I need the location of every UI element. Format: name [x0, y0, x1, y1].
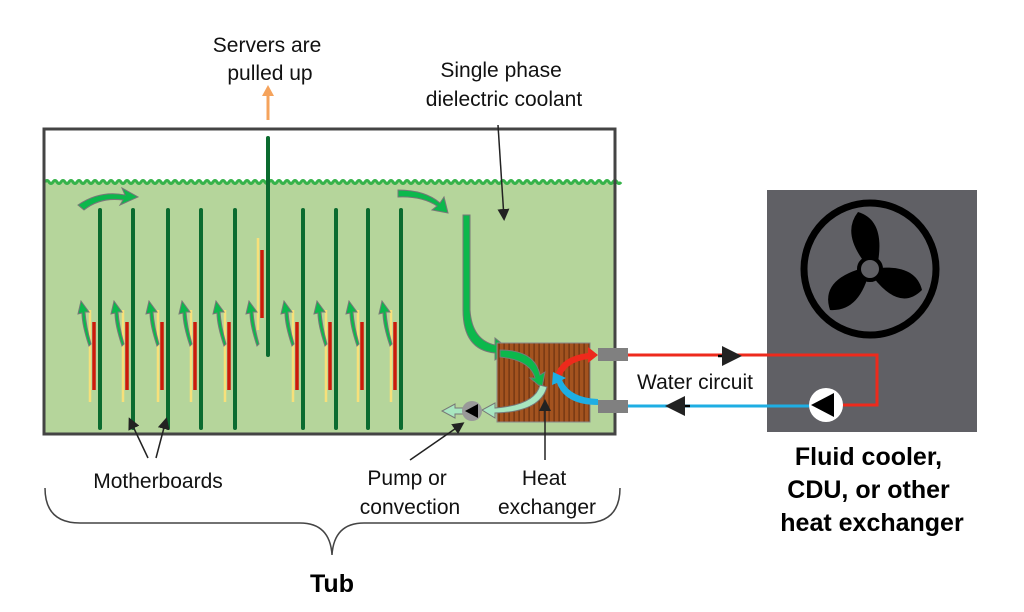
hot-water-arrow [554, 347, 598, 380]
pump-pointer [409, 422, 465, 461]
convection-arrow [145, 299, 160, 347]
motherboards-label: Motherboards [93, 470, 223, 493]
tub-outline [42, 127, 617, 436]
servers-pulled-label: Servers are pulled up [213, 34, 327, 85]
pull-up-arrow [262, 85, 274, 120]
tub [42, 127, 623, 436]
flow-arrow [397, 189, 449, 214]
motherboards [77, 136, 403, 430]
convection-arrow [378, 299, 393, 347]
convection-arrow [110, 299, 125, 347]
convection-arrow [345, 299, 360, 347]
pump-label: Pump or convection [360, 467, 460, 519]
cold-water-arrow [552, 372, 598, 405]
coolant-pointer [497, 124, 510, 221]
convection-arrow [212, 299, 227, 347]
fan-icon [800, 199, 940, 339]
hot-connector [598, 348, 628, 361]
flow-arrow [77, 186, 140, 211]
water-pump-icon [809, 388, 843, 422]
convection-arrow [313, 299, 328, 347]
convection-arrow [245, 299, 260, 347]
liquid-surface [43, 179, 623, 185]
coolant-label: Single phase dielectric coolant [426, 59, 583, 111]
tub-label: Tub [310, 570, 354, 598]
motherboard-pointer [155, 417, 170, 459]
water-circuit-label: Water circuit [637, 371, 753, 394]
convection-arrow [77, 299, 92, 347]
convection-arrow [178, 299, 193, 347]
cooled-flow-arrow [480, 384, 548, 419]
heat-exchanger-label: Heat exchanger [498, 467, 596, 519]
pump-icon [440, 401, 482, 421]
motherboard-pointer [128, 417, 149, 459]
coolant-flow-arrow [499, 349, 546, 389]
fluid-cooler-label: Fluid cooler, CDU, or other heat exchang… [780, 443, 964, 537]
cold-connector [598, 400, 628, 413]
hot-water-pipe [628, 353, 879, 407]
convection-arrow [280, 299, 295, 347]
tub-brace [44, 487, 621, 556]
